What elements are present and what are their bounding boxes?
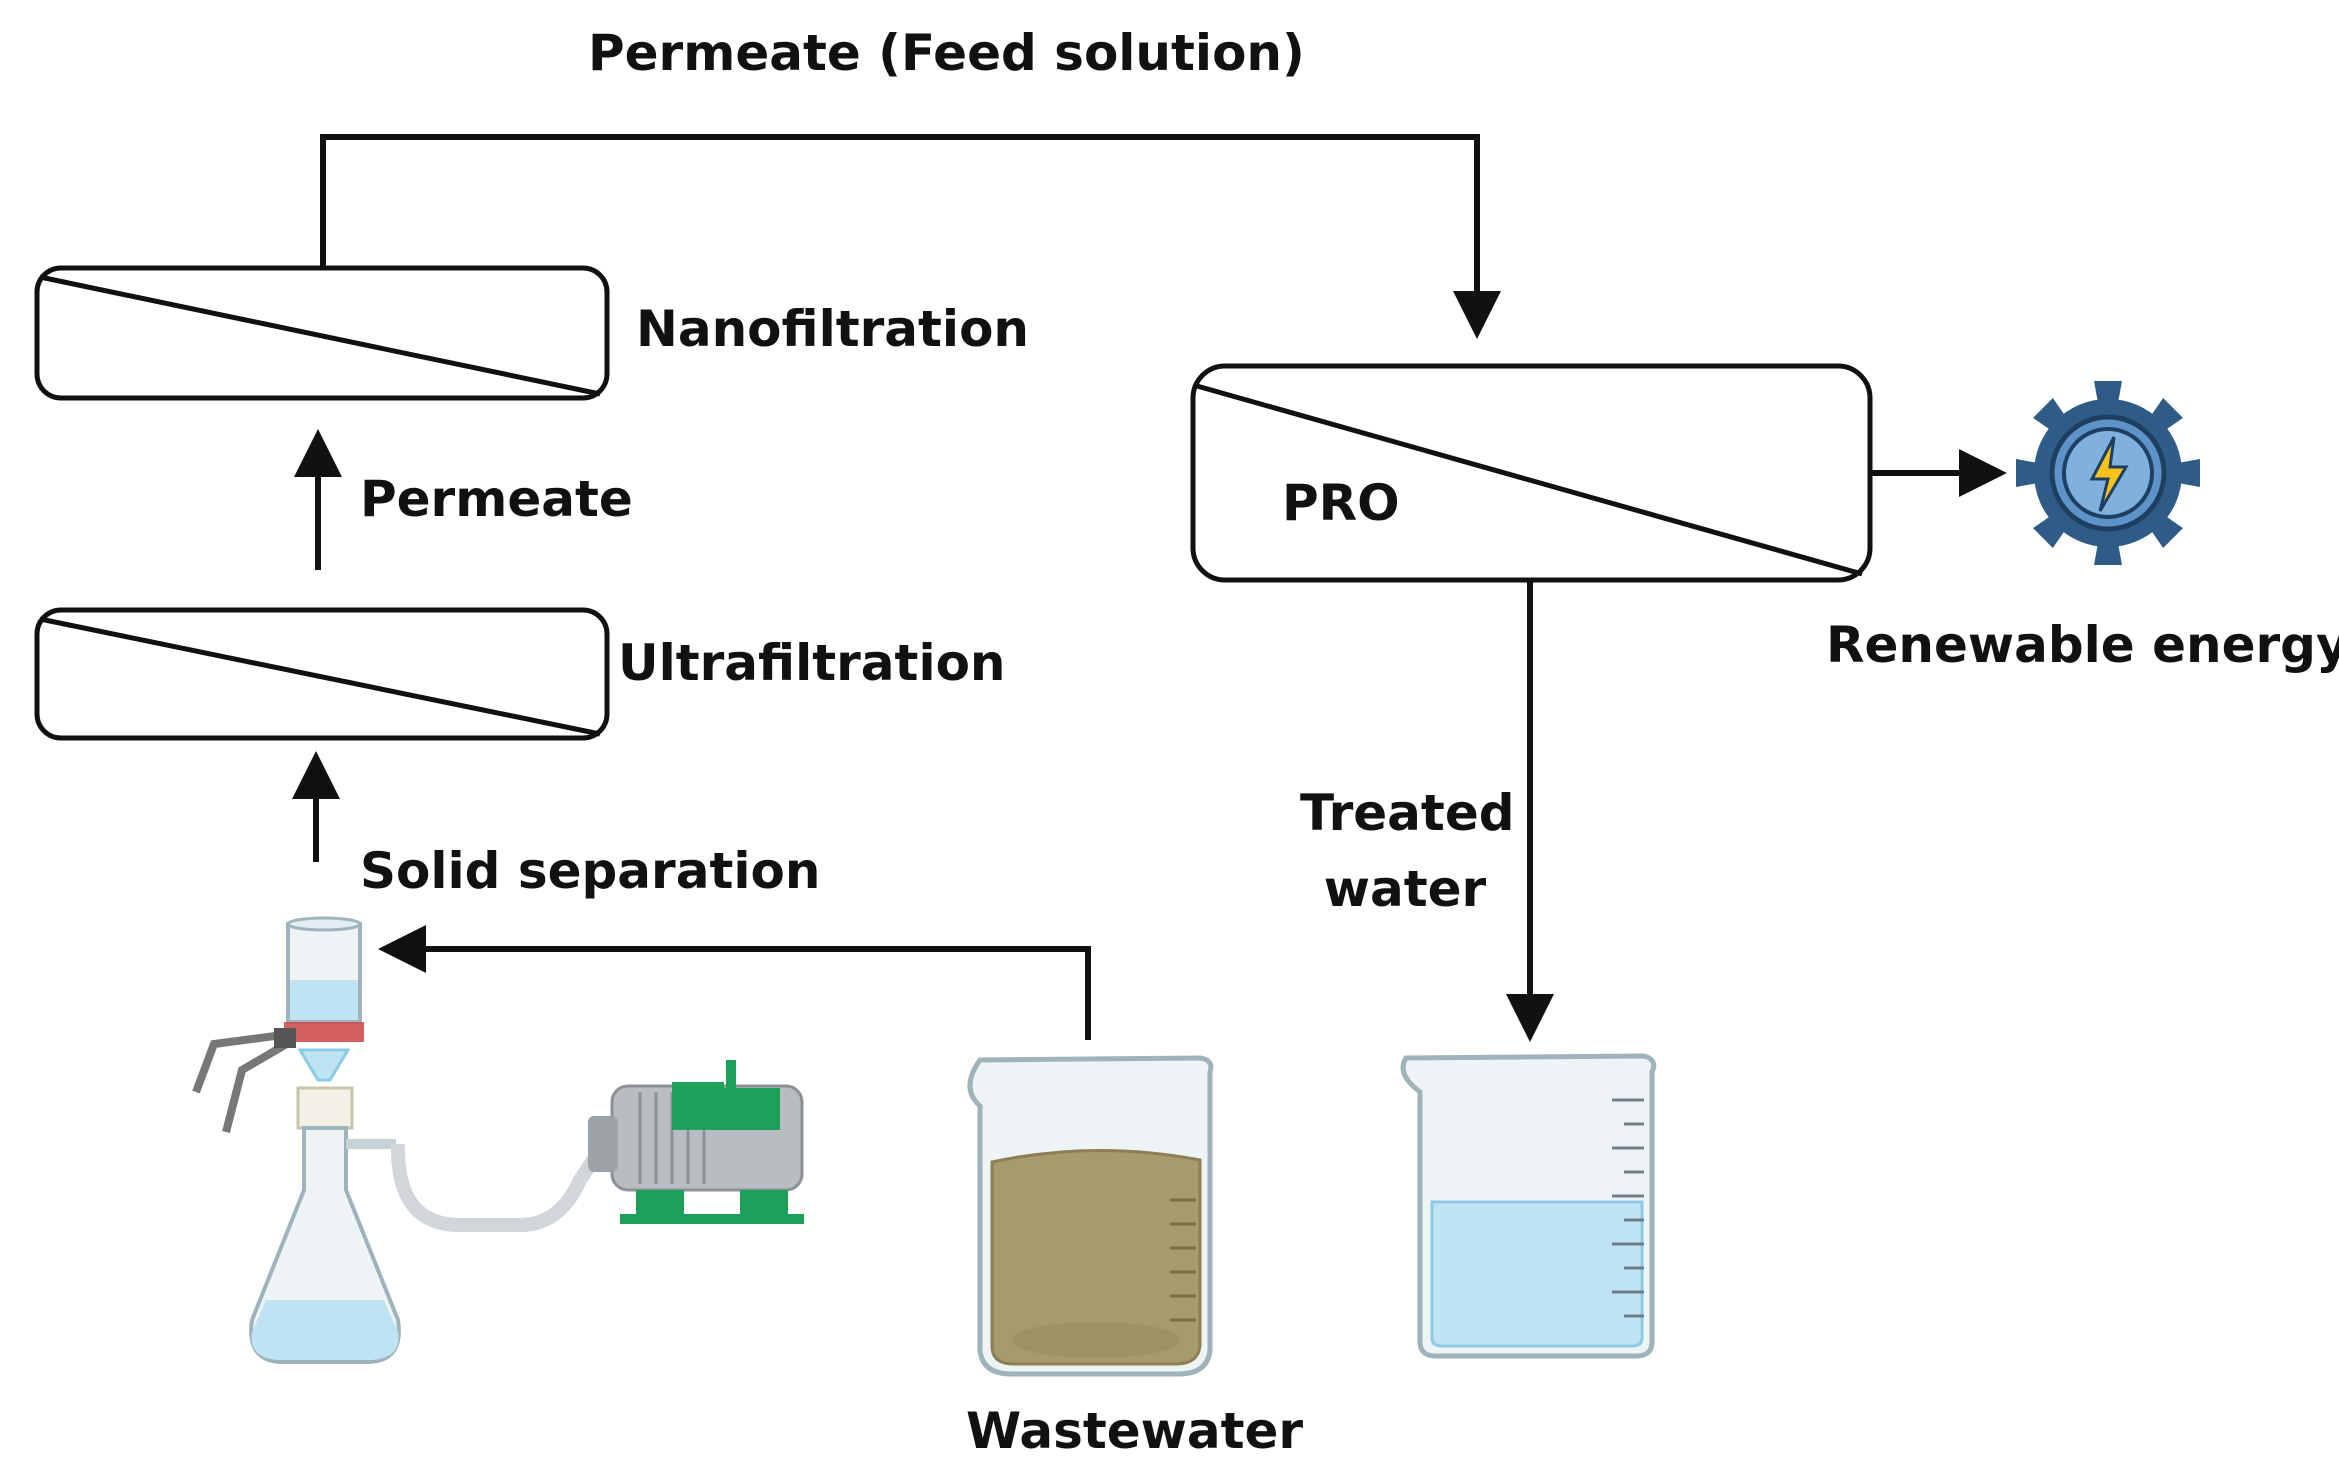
ultrafiltration-label: Ultrafiltration	[618, 634, 1006, 692]
renewable-energy-label: Renewable energy	[1826, 616, 2339, 674]
vacuum-pump-icon	[390, 1060, 804, 1232]
wastewater-beaker-icon	[967, 1055, 1214, 1377]
wastewater-label: Wastewater	[966, 1402, 1304, 1460]
permeate-label: Permeate	[360, 470, 633, 528]
solid-separation-label: Solid separation	[360, 842, 821, 900]
pro-label: PRO	[1282, 474, 1400, 532]
pro-unit	[1190, 363, 1873, 583]
nanofiltration-label: Nanofiltration	[636, 300, 1030, 358]
treated-water-beaker-icon	[1400, 1053, 1657, 1359]
treated-water-label-line2: water	[1323, 860, 1487, 918]
wastewater-feed-line	[378, 925, 1091, 1040]
nanofiltration-unit	[34, 265, 610, 401]
turbine-energy-icon	[2016, 381, 2200, 565]
ultrafiltration-unit	[34, 607, 610, 741]
treated-water-label-line1: Treated	[1300, 784, 1515, 842]
flow-lines	[292, 134, 2007, 1042]
feed-solution-line	[320, 134, 1501, 339]
feed-solution-label: Permeate (Feed solution)	[588, 24, 1305, 82]
vacuum-filtration-flask-icon	[192, 916, 401, 1364]
